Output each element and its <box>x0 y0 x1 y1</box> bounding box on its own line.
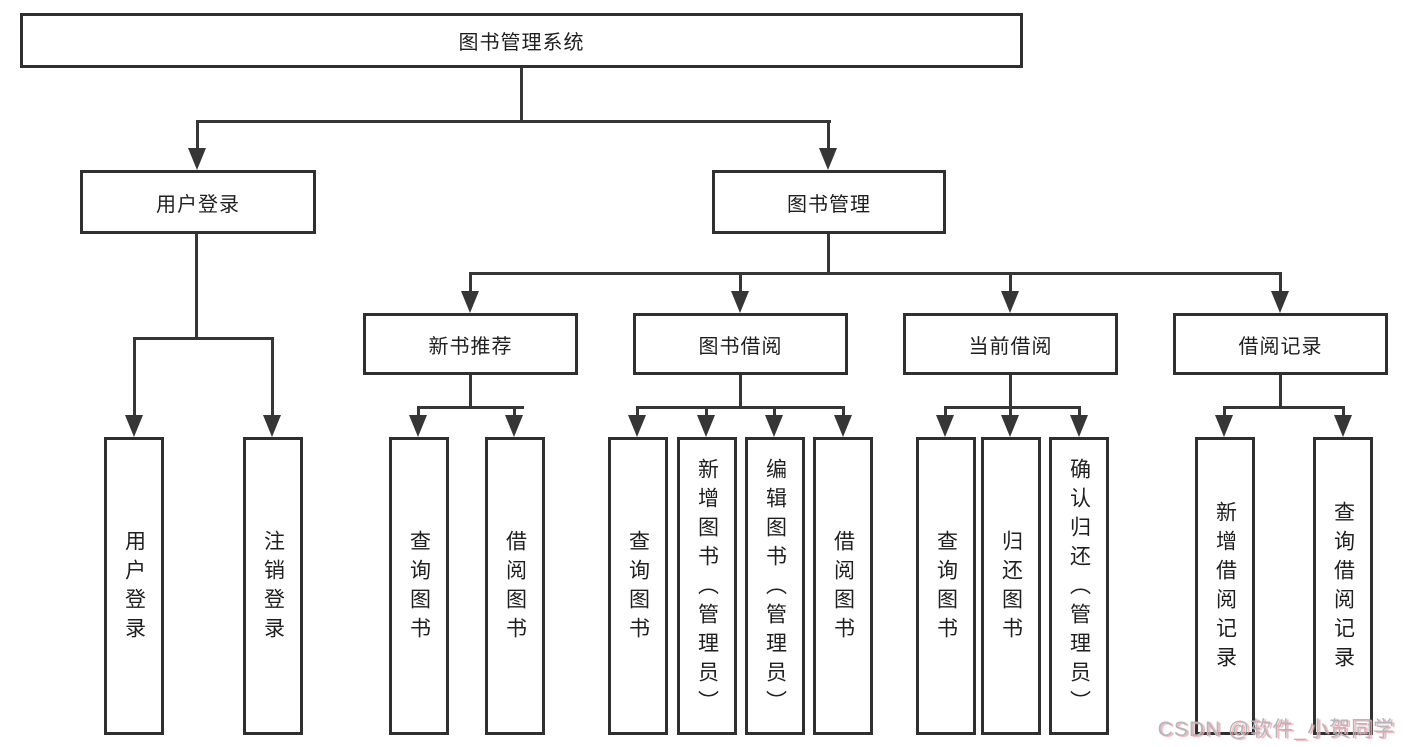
connector-line <box>636 406 845 409</box>
connector-line <box>1009 272 1012 294</box>
leaf-query-books-1: 查询图书 <box>389 437 449 735</box>
node-current-borrow: 当前借阅 <box>903 313 1118 375</box>
leaf-add-borrow-record: 新增借阅记录 <box>1195 437 1255 735</box>
connector-line <box>1342 406 1345 418</box>
connector-line <box>133 337 274 340</box>
arrowhead-down-icon <box>1215 415 1233 437</box>
leaf-logout: 注销登录 <box>243 437 303 735</box>
connector-line <box>133 337 136 417</box>
connector-line <box>1279 272 1282 294</box>
leaf-borrow-books-2: 借阅图书 <box>813 437 873 735</box>
connector-line <box>196 120 831 123</box>
leaf-query-borrow-record: 查询借阅记录 <box>1313 437 1373 735</box>
connector-line <box>1078 406 1081 418</box>
arrowhead-down-icon <box>1271 291 1289 313</box>
connector-line <box>1279 375 1282 409</box>
connector-line <box>513 406 516 418</box>
arrowhead-down-icon <box>1334 415 1352 437</box>
leaf-add-book-admin: 新增图书（管理员） <box>677 437 737 735</box>
connector-line <box>827 120 830 152</box>
connector-line <box>739 375 742 409</box>
node-root: 图书管理系统 <box>20 13 1023 68</box>
leaf-confirm-return-admin: 确认归还（管理员） <box>1049 437 1109 735</box>
leaf-borrow-books-1: 借阅图书 <box>485 437 545 735</box>
connector-line <box>773 406 776 418</box>
connector-line <box>827 234 830 275</box>
connector-line <box>417 406 524 409</box>
connector-line <box>1223 406 1226 418</box>
leaf-user-login: 用户登录 <box>104 437 164 735</box>
arrowhead-down-icon <box>188 148 206 170</box>
arrowhead-down-icon <box>834 415 852 437</box>
arrowhead-down-icon <box>697 415 715 437</box>
node-user-login: 用户登录 <box>80 170 316 234</box>
connector-line <box>636 406 639 418</box>
connector-line <box>520 68 523 122</box>
connector-line <box>1009 375 1012 409</box>
arrowhead-down-icon <box>765 415 783 437</box>
connector-line <box>944 406 1081 409</box>
node-new-book-recommend: 新书推荐 <box>363 313 578 375</box>
arrowhead-down-icon <box>409 415 427 437</box>
arrowhead-down-icon <box>819 148 837 170</box>
node-borrow-record: 借阅记录 <box>1173 313 1388 375</box>
connector-line <box>842 406 845 418</box>
connector-line <box>196 120 199 152</box>
connector-line <box>469 375 472 409</box>
connector-line <box>1223 406 1345 409</box>
node-book-borrow: 图书借阅 <box>633 313 848 375</box>
connector-line <box>417 406 420 418</box>
csdn-watermark: CSDN @软件_小贺同学 <box>1157 718 1395 741</box>
connector-line <box>469 272 1282 275</box>
arrowhead-down-icon <box>1001 415 1019 437</box>
arrowhead-down-icon <box>628 415 646 437</box>
connector-line <box>271 337 274 417</box>
arrowhead-down-icon <box>263 415 281 437</box>
connector-line <box>705 406 708 418</box>
node-book-management: 图书管理 <box>712 170 946 234</box>
arrowhead-down-icon <box>1070 415 1088 437</box>
arrowhead-down-icon <box>1001 291 1019 313</box>
arrowhead-down-icon <box>936 415 954 437</box>
leaf-query-books-3: 查询图书 <box>916 437 976 735</box>
leaf-return-book: 归还图书 <box>981 437 1041 735</box>
connector-line <box>944 406 947 418</box>
leaf-query-books-2: 查询图书 <box>608 437 668 735</box>
connector-line <box>195 234 198 340</box>
leaf-edit-book-admin: 编辑图书（管理员） <box>745 437 805 735</box>
arrowhead-down-icon <box>505 415 523 437</box>
connector-line <box>1009 406 1012 418</box>
connector-line <box>469 272 472 294</box>
arrowhead-down-icon <box>731 291 749 313</box>
connector-line <box>739 272 742 294</box>
arrowhead-down-icon <box>125 415 143 437</box>
arrowhead-down-icon <box>461 291 479 313</box>
